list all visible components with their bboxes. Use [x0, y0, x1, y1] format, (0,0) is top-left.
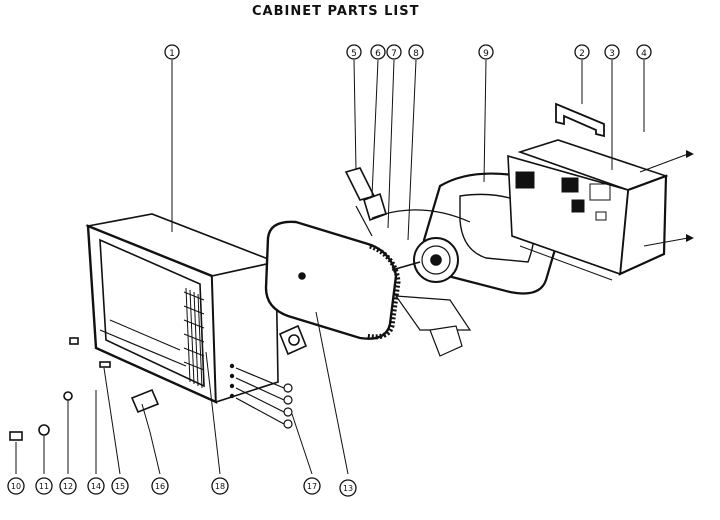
screw-hardware-drawing — [235, 367, 293, 429]
callout-11-label: 11 — [39, 482, 49, 491]
callout-4: 4 — [636, 44, 652, 60]
callout-14: 14 — [87, 477, 105, 495]
front-cabinet-drawing — [85, 213, 279, 404]
back-cover-drawing — [507, 102, 694, 281]
callout-3-label: 3 — [609, 49, 615, 59]
callout-14-label: 14 — [91, 482, 101, 491]
leader-lines — [15, 59, 645, 475]
picture-tube-drawing — [264, 220, 401, 340]
callout-3: 3 — [604, 44, 620, 60]
knob-drawing — [9, 337, 160, 441]
callout-10: 10 — [7, 477, 25, 495]
callout-8: 8 — [408, 44, 424, 60]
callout-2-label: 2 — [579, 49, 585, 59]
callout-6: 6 — [370, 44, 386, 60]
callout-18: 18 — [211, 477, 229, 495]
callout-5: 5 — [346, 44, 362, 60]
tube-band-drawing — [371, 209, 471, 223]
callout-17: 17 — [303, 477, 321, 495]
callout-2: 2 — [574, 44, 590, 60]
callout-7-label: 7 — [391, 49, 397, 59]
callout-16: 16 — [151, 477, 169, 495]
callout-12-label: 12 — [63, 482, 73, 491]
callout-11: 11 — [35, 477, 53, 495]
mounting-bracket-drawing — [344, 167, 387, 237]
callout-13: 13 — [339, 479, 357, 497]
callout-15: 15 — [111, 477, 129, 495]
control-bracket-drawing — [278, 324, 308, 356]
diagram-title: CABINET PARTS LIST — [252, 4, 420, 19]
callout-9-label: 9 — [483, 49, 489, 59]
callout-5-label: 5 — [351, 49, 357, 59]
callout-12: 12 — [59, 477, 77, 495]
callout-4-label: 4 — [641, 49, 647, 59]
callout-13-label: 13 — [343, 484, 353, 493]
callout-10-label: 10 — [11, 482, 21, 491]
callout-1: 1 — [164, 44, 180, 60]
callout-17-label: 17 — [307, 482, 317, 491]
callout-18-label: 18 — [215, 482, 225, 491]
callout-16-label: 16 — [155, 482, 165, 491]
callout-8-label: 8 — [413, 49, 419, 59]
callout-1-label: 1 — [169, 49, 175, 59]
callout-6-label: 6 — [375, 49, 381, 59]
callout-9: 9 — [478, 44, 494, 60]
callout-7: 7 — [386, 44, 402, 60]
callout-15-label: 15 — [115, 482, 125, 491]
